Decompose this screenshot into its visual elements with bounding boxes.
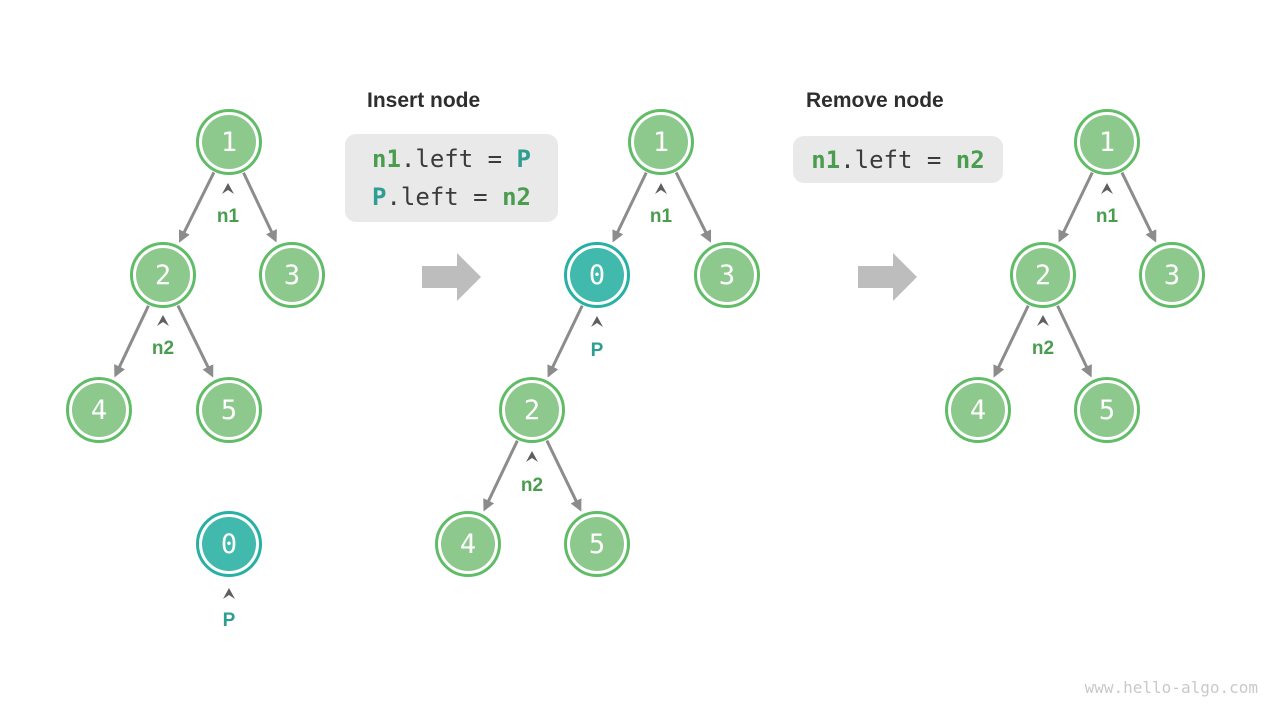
code-token: n2 xyxy=(502,183,531,211)
pointer-caret-icon xyxy=(526,451,538,462)
pointer-caret-icon xyxy=(1037,315,1049,326)
code-token: P xyxy=(372,183,387,211)
pointer-caret-icon xyxy=(655,183,667,194)
remove-node-heading: Remove node xyxy=(806,89,944,112)
code-token: .left = xyxy=(840,145,956,174)
tree-edge-0-2 xyxy=(547,304,584,378)
pointer-caret-icon xyxy=(223,588,235,599)
code-line: P.left = n2 xyxy=(372,178,531,216)
pointer-caret-icon xyxy=(157,315,169,326)
code-token: P xyxy=(516,145,531,173)
tree-edge-2-5 xyxy=(176,304,214,378)
pointer-caret-icon xyxy=(591,316,603,327)
code-line: n1.left = P xyxy=(372,140,531,178)
watermark: www.hello-algo.com xyxy=(1084,678,1258,697)
tree-edge-2-4 xyxy=(993,304,1030,378)
tree-edge-1-3 xyxy=(242,172,277,243)
tree-edge-1-2 xyxy=(178,171,216,243)
code-token: n1 xyxy=(372,145,401,173)
tree-edge-2-4 xyxy=(483,440,519,512)
pointer-caret-icon xyxy=(1101,183,1113,194)
tree-edge-1-3 xyxy=(1120,171,1157,243)
code-token: n2 xyxy=(955,145,985,174)
code-token: n1 xyxy=(811,145,841,174)
code-token: .left = xyxy=(400,145,517,173)
tree-edge-1-3 xyxy=(674,171,712,243)
tree-edge-1-2 xyxy=(1058,171,1094,243)
tree-edge-2-5 xyxy=(1056,305,1092,378)
transition-arrow-icon xyxy=(858,253,917,301)
pointer-caret-icon xyxy=(222,183,234,194)
transition-arrow-icon xyxy=(422,253,481,301)
tree-edge-2-4 xyxy=(114,305,150,378)
code-token: .left = xyxy=(386,183,503,211)
remove-code-block: n1.left = n2 xyxy=(793,136,1003,183)
insert-node-heading: Insert node xyxy=(367,89,481,112)
tree-edge-1-0 xyxy=(612,171,648,243)
code-line: n1.left = n2 xyxy=(811,141,984,179)
tree-edge-2-5 xyxy=(545,439,582,512)
